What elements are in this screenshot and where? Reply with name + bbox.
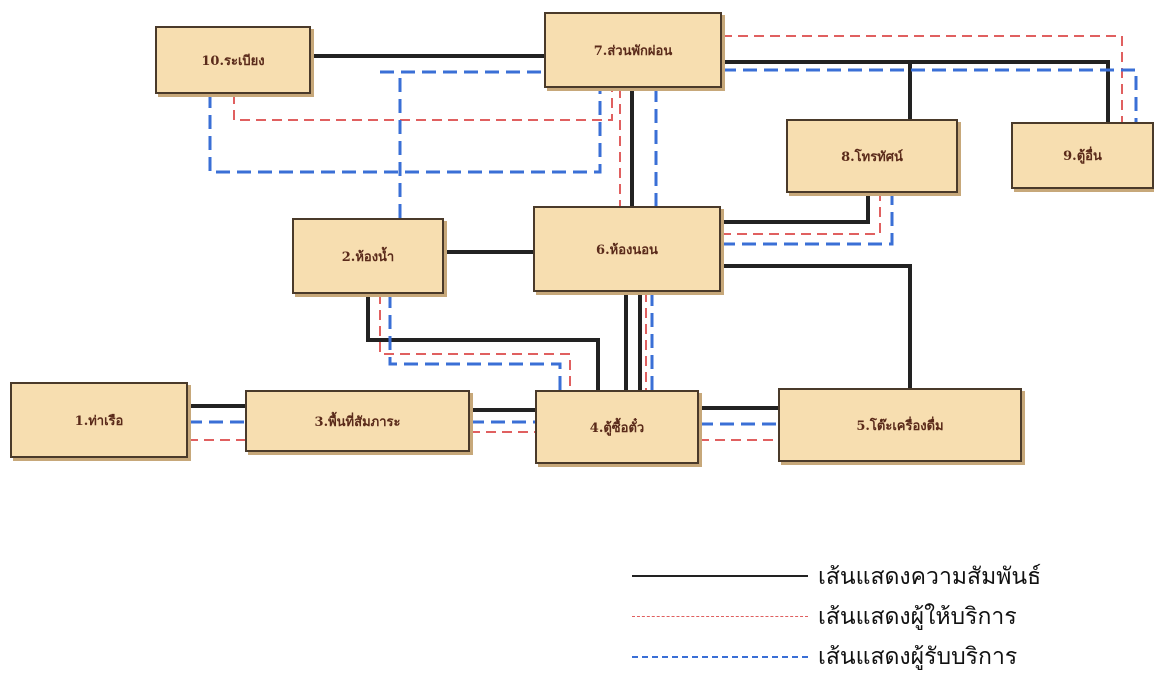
node-1-label: 1.ท่าเรือ [74,413,124,429]
node-10-label: 10.ระเบียง [201,53,265,69]
node-6-label: 6.ห้องนอน [596,242,658,258]
relation-lines [188,54,1110,412]
node-9-label: 9.ตู้อื่น [1063,149,1102,164]
receiver-2-4 [388,294,562,390]
receiver-lines [188,68,1138,426]
legend-swatch-relation [632,575,808,577]
relation-7-8-9 [722,60,1110,122]
provider-lines [188,35,1123,441]
provider-6-8 [721,193,881,235]
relation-6-5 [721,264,912,388]
node-10: 10.ระเบียง [155,26,311,94]
relation-6-8 [721,193,870,224]
receiver-10-7 [208,88,602,174]
node-4-label: 4.ตู้ซื้อตั๋ว [589,420,645,436]
provider-10-7 [233,88,613,121]
legend-swatch-receiver [632,656,808,658]
node-7-label: 7.ส่วนพักผ่อน [593,43,673,59]
node-8-label: 8.โทรทัศน์ [841,149,903,165]
node-1: 1.ท่าเรือ [10,382,188,458]
receiver-6-8 [721,193,894,246]
legend-label-provider: เส้นแสดงผู้ให้บริการ [818,604,1017,630]
node-3: 3.พื้นที่สัมภาระ [245,390,470,452]
node-7: 7.ส่วนพักผ่อน [544,12,722,88]
legend-label-receiver: เส้นแสดงผู้รับบริการ [818,644,1018,670]
node-3-label: 3.พื้นที่สัมภาระ [314,414,401,430]
legend-swatch-provider [632,616,808,617]
legend-label-relation: เส้นแสดงความสัมพันธ์ [818,564,1042,590]
node-2-label: 2.ห้องน้ำ [341,249,395,265]
provider-7-top [722,35,1123,122]
node-4: 4.ตู้ซื้อตั๋ว [535,390,699,464]
node-8: 8.โทรทัศน์ [786,119,958,193]
node-5-label: 5.โต๊ะเครื่องดื่ม [856,418,944,434]
node-2: 2.ห้องน้ำ [292,218,444,294]
receiver-7-9 [722,68,1138,122]
node-5: 5.โต๊ะเครื่องดื่ม [778,388,1022,462]
node-9: 9.ตู้อื่น [1011,122,1154,189]
node-6: 6.ห้องนอน [533,206,721,292]
relation-2-4 [366,294,600,390]
